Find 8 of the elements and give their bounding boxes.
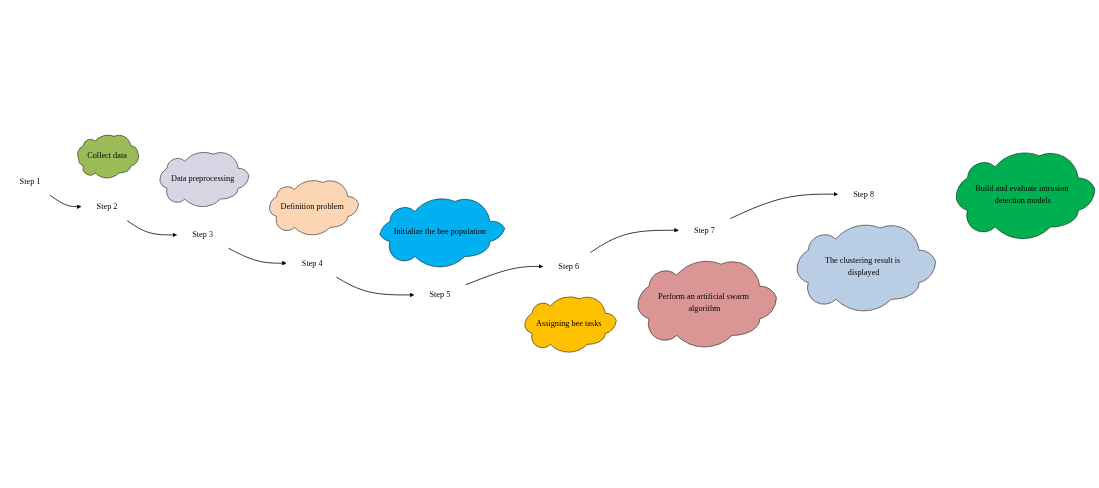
node-text: Step 3: [192, 230, 214, 240]
node-text: Step 5: [429, 290, 451, 300]
node-text: Step 2: [96, 202, 118, 212]
node-text: Step 8: [853, 189, 875, 199]
node-text: Step 1: [19, 176, 41, 186]
node-text: Step 7: [693, 226, 715, 235]
node-text: Step 6: [558, 262, 580, 271]
node-text: Step 4: [301, 258, 323, 268]
